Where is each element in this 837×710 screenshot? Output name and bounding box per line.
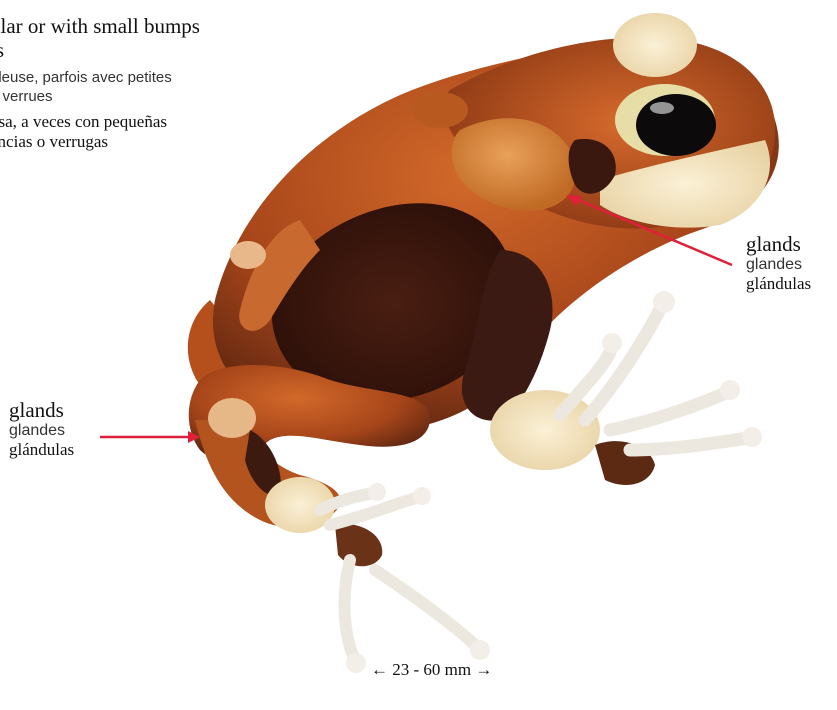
arm-cream-spot xyxy=(230,241,266,269)
gland-right-fr: glandes xyxy=(746,255,811,274)
label-es-line1: osa, a veces con pequeñas xyxy=(0,112,290,132)
gland-label-right: glands glandes glándulas xyxy=(746,233,811,293)
hind-toes xyxy=(320,493,478,660)
eye xyxy=(636,94,716,156)
label-en-line2: ts xyxy=(0,38,290,62)
gland-right-es: glándulas xyxy=(746,274,811,293)
skin-texture-label: ular or with small bumps ts uleuse, parf… xyxy=(0,14,290,152)
gland-left-fr: glandes xyxy=(9,421,74,440)
hind-foot-dark xyxy=(335,524,382,566)
gland-label-left: glands glandes glándulas xyxy=(9,399,74,459)
head-cream-patch xyxy=(613,13,697,77)
label-en-line1: ular or with small bumps xyxy=(0,14,290,38)
label-fr-line1: uleuse, parfois avec petites xyxy=(0,68,290,87)
front-leg-cream xyxy=(490,390,600,470)
label-es: osa, a veces con pequeñas ancias o verru… xyxy=(0,112,290,152)
shoulder-bump xyxy=(412,92,468,128)
gland-left-es: glándulas xyxy=(9,440,74,459)
gland-left-en: glands xyxy=(9,399,74,421)
label-es-line2: ancias o verrugas xyxy=(0,132,290,152)
hind-cream-spot xyxy=(208,398,256,438)
arrow-left-gland xyxy=(100,431,200,443)
size-scale: ← 23 - 60 mm → xyxy=(371,660,492,680)
gland-right-en: glands xyxy=(746,233,811,255)
label-fr-line2: u verrues xyxy=(0,87,290,106)
label-fr: uleuse, parfois avec petites u verrues xyxy=(0,68,290,106)
eye-highlight xyxy=(650,102,674,114)
